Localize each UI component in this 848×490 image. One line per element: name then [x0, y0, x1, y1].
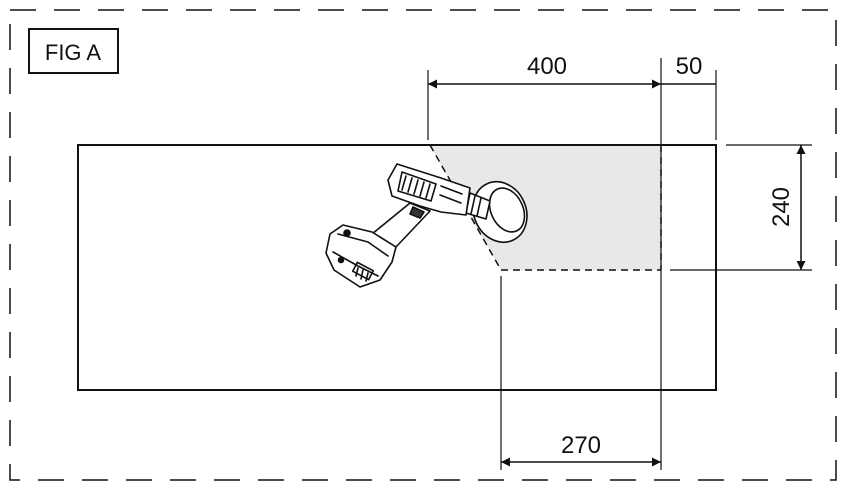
panel-outline	[77, 144, 717, 391]
dimension-label-50: 50	[676, 53, 703, 80]
clearance-zone	[430, 146, 661, 270]
cordless-drill-icon	[325, 163, 528, 288]
figure-label-box	[28, 28, 119, 74]
dimension-label-400: 400	[527, 53, 567, 80]
dashed-frame	[9, 9, 837, 481]
figure-label: FIG A	[45, 40, 102, 65]
dimension-label-270: 270	[561, 432, 601, 459]
dimension-label-240: 240	[768, 187, 795, 227]
